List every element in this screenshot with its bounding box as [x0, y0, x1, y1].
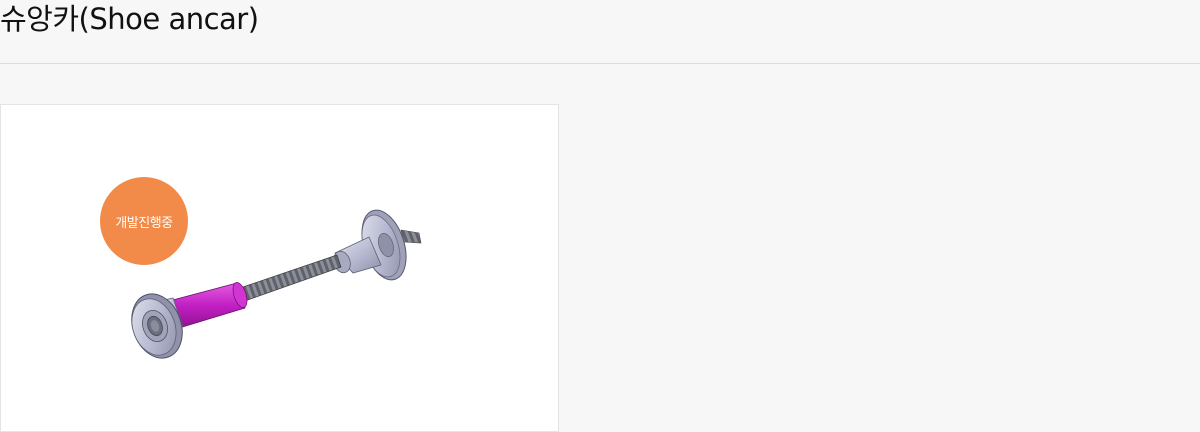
shoe-anchor-bolt-3d-icon [131, 209, 422, 359]
page-header: 슈앙카(Shoe ancar) [0, 0, 1200, 64]
page-title: 슈앙카(Shoe ancar) [0, 2, 259, 36]
product-card[interactable]: 개발진행중 [0, 104, 559, 432]
threaded-rod [236, 254, 342, 303]
status-badge: 개발진행중 [100, 177, 188, 265]
left-washer [131, 293, 183, 359]
magenta-sleeve [168, 282, 248, 329]
